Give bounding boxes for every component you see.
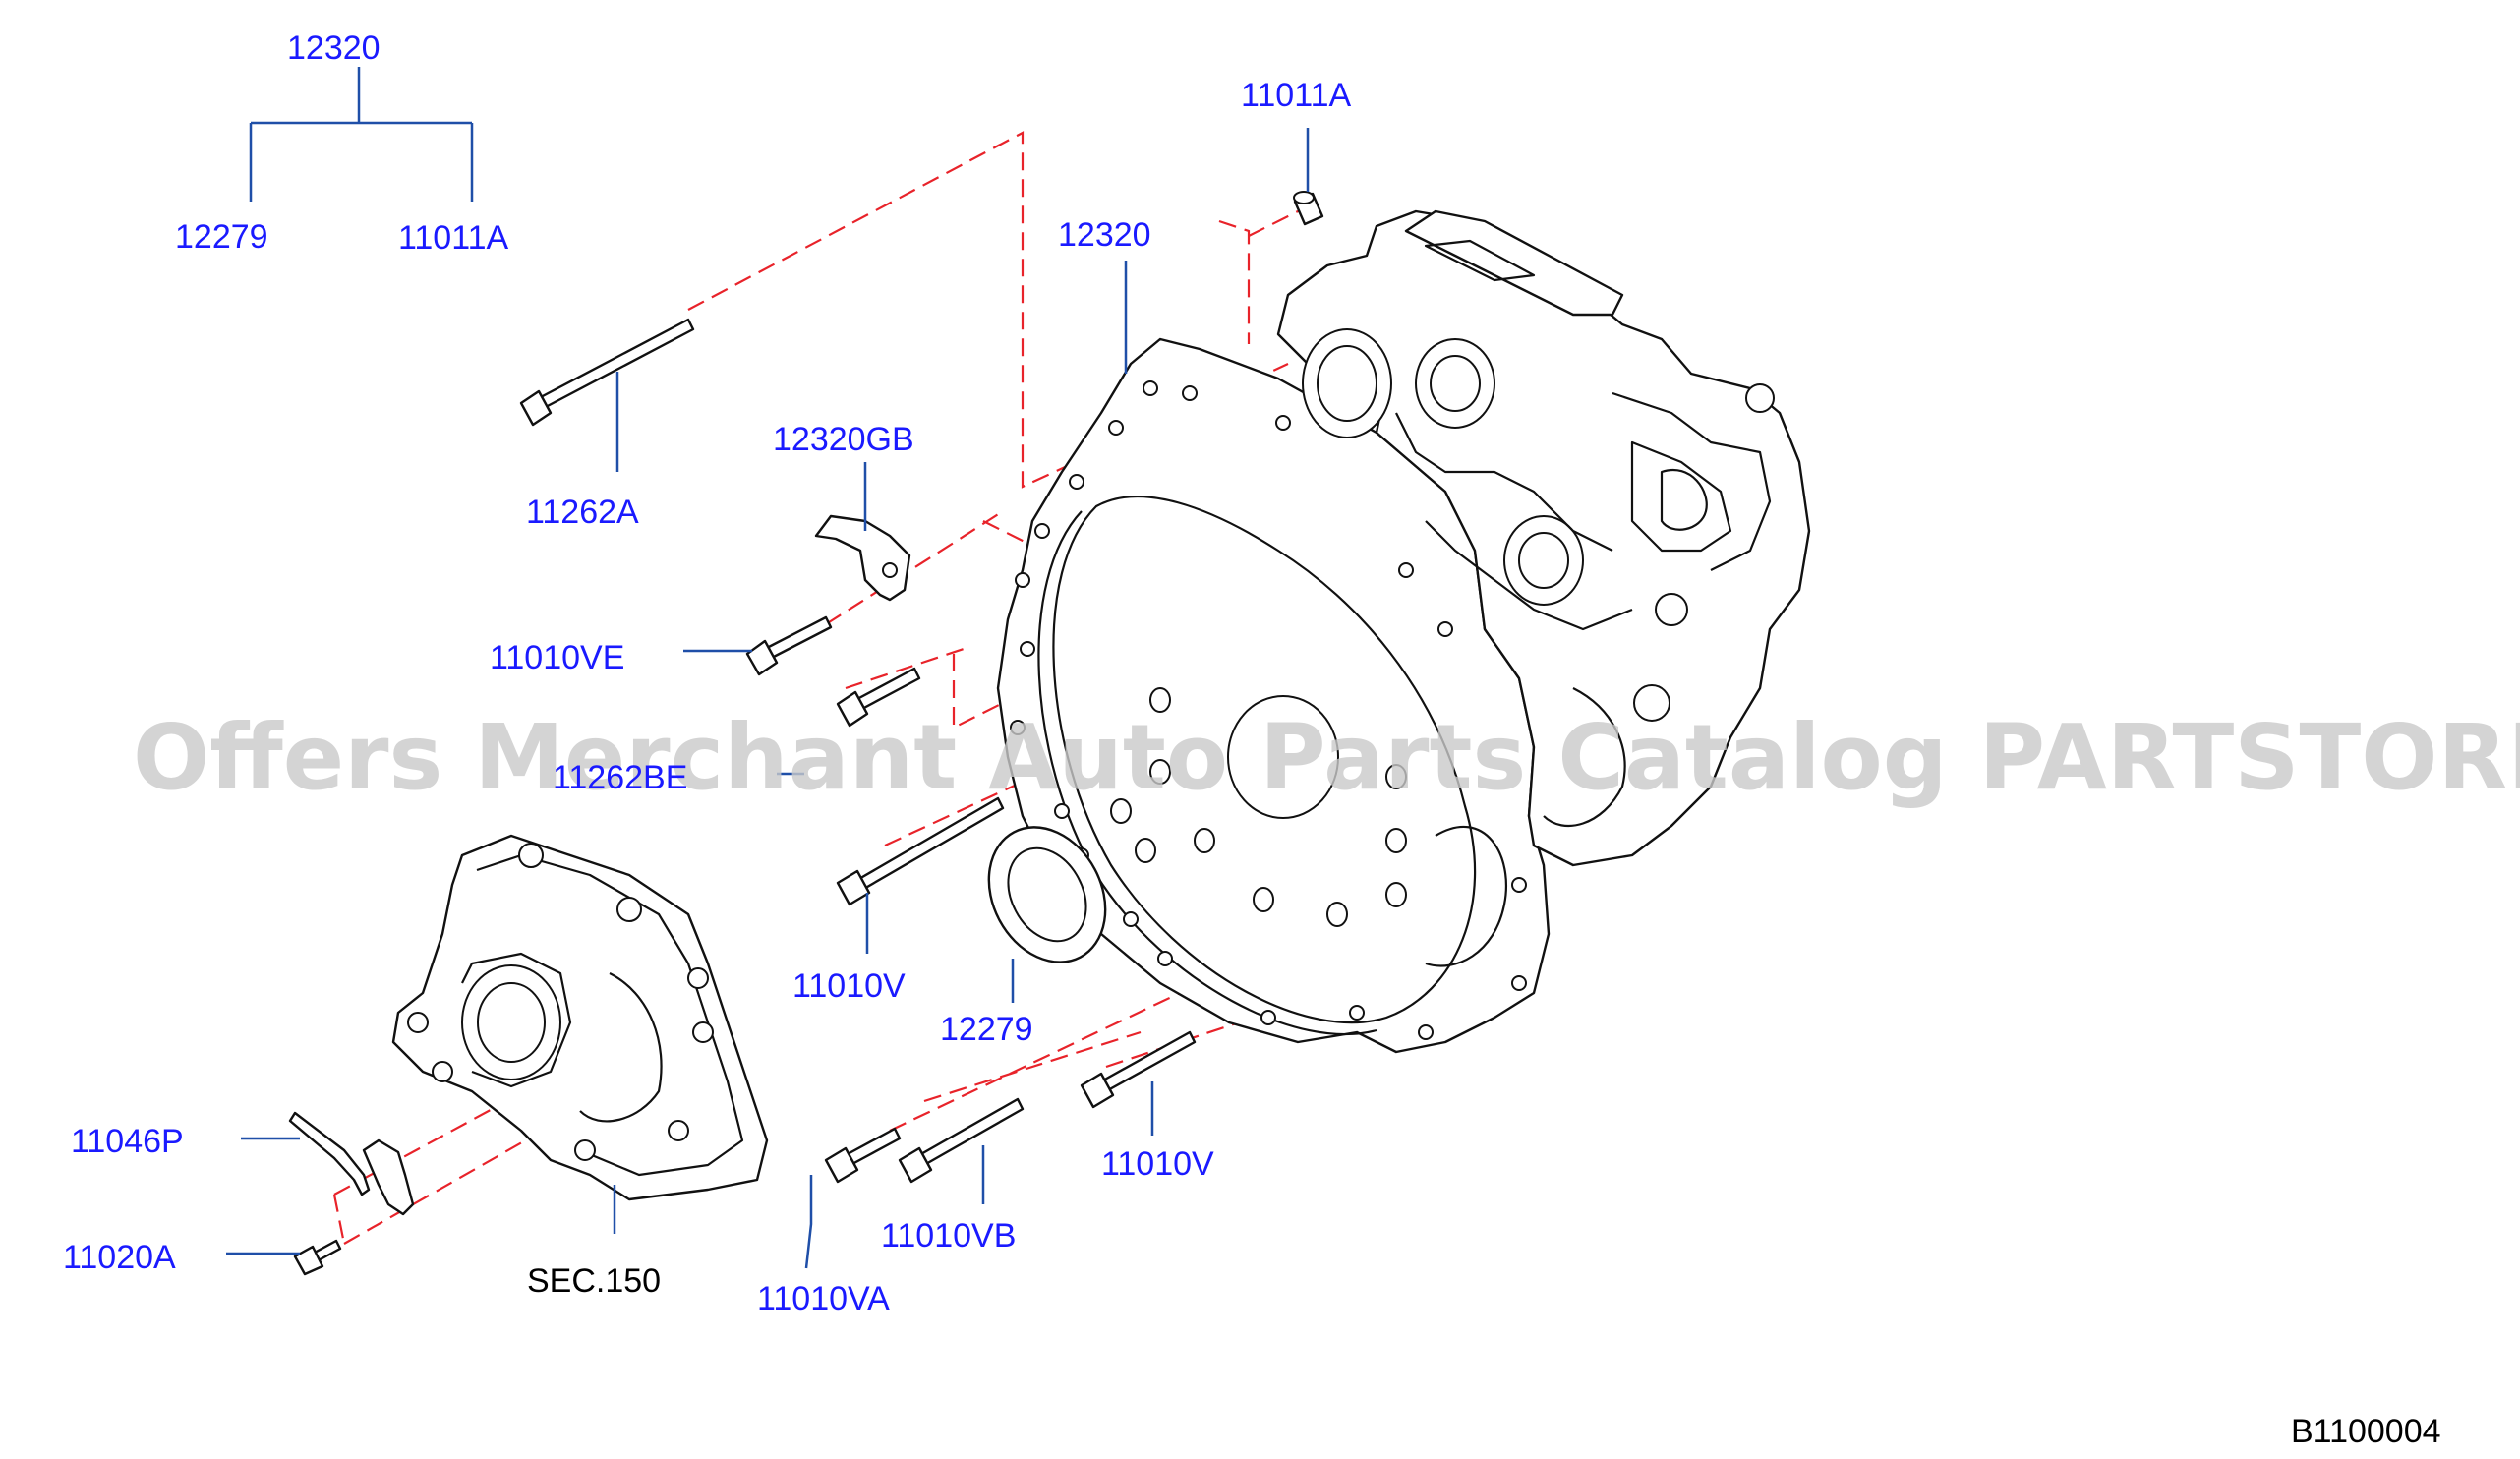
- label-tube-11046P[interactable]: 11046P: [71, 1123, 184, 1160]
- label-bolt-11020A[interactable]: 11020A: [63, 1239, 176, 1276]
- label-bolt-11010VB[interactable]: 11010VB: [881, 1217, 1016, 1255]
- dowel-pin[interactable]: [1293, 191, 1324, 226]
- transmission-housing[interactable]: [996, 209, 1811, 1054]
- bolt-11010V-low[interactable]: [1080, 1030, 1197, 1109]
- label-bolt-11262A[interactable]: 11262A: [526, 494, 639, 531]
- front-cover-assembly[interactable]: [391, 834, 769, 1201]
- bolt-11010VE[interactable]: [745, 615, 833, 676]
- watermark: Offers Merchant Auto Parts Catalog PARTS…: [133, 705, 2520, 810]
- label-bolt-11262BE[interactable]: 11262BE: [553, 759, 687, 796]
- diagram-code: B1100004: [2291, 1413, 2441, 1450]
- bolt-11020A[interactable]: [293, 1239, 342, 1276]
- oil-seal-12279[interactable]: [967, 807, 1129, 983]
- label-bolt-11010VE[interactable]: 11010VE: [490, 639, 624, 676]
- label-bolt-11010V-mid[interactable]: 11010V: [792, 967, 906, 1005]
- leader-lines: [226, 67, 1310, 1269]
- flange-bolt-holes: [1010, 380, 1527, 1040]
- label-seal-12279[interactable]: 12279: [940, 1011, 1033, 1048]
- dipstick-tube-11046P[interactable]: [288, 1111, 415, 1216]
- label-bracket-12320GB[interactable]: 12320GB: [773, 421, 914, 458]
- label-bolt-11010V-low[interactable]: 11010V: [1101, 1145, 1214, 1183]
- part-labels: 12320 12279 11011A 11011A 12320 11262A 1…: [63, 29, 2441, 1450]
- bolt-11010V-mid[interactable]: [836, 796, 1005, 906]
- bolt-11262BE[interactable]: [836, 667, 921, 728]
- label-dowel-11011A[interactable]: 11011A: [1241, 77, 1351, 114]
- inner-bolt-bosses: [1110, 687, 1407, 927]
- label-bolt-11010VA[interactable]: 11010VA: [757, 1280, 890, 1317]
- bracket-12320GB[interactable]: [814, 514, 911, 602]
- label-group-12279[interactable]: 12279: [175, 218, 268, 256]
- bolt-11010VA[interactable]: [824, 1127, 902, 1184]
- label-group-12320[interactable]: 12320: [287, 29, 381, 67]
- label-sec-150[interactable]: SEC.150: [527, 1262, 661, 1300]
- bolt-11010VB[interactable]: [898, 1097, 1025, 1184]
- label-housing-12320[interactable]: 12320: [1058, 216, 1151, 254]
- label-group-11011A[interactable]: 11011A: [398, 219, 508, 257]
- long-bolt-11262A[interactable]: [519, 318, 695, 427]
